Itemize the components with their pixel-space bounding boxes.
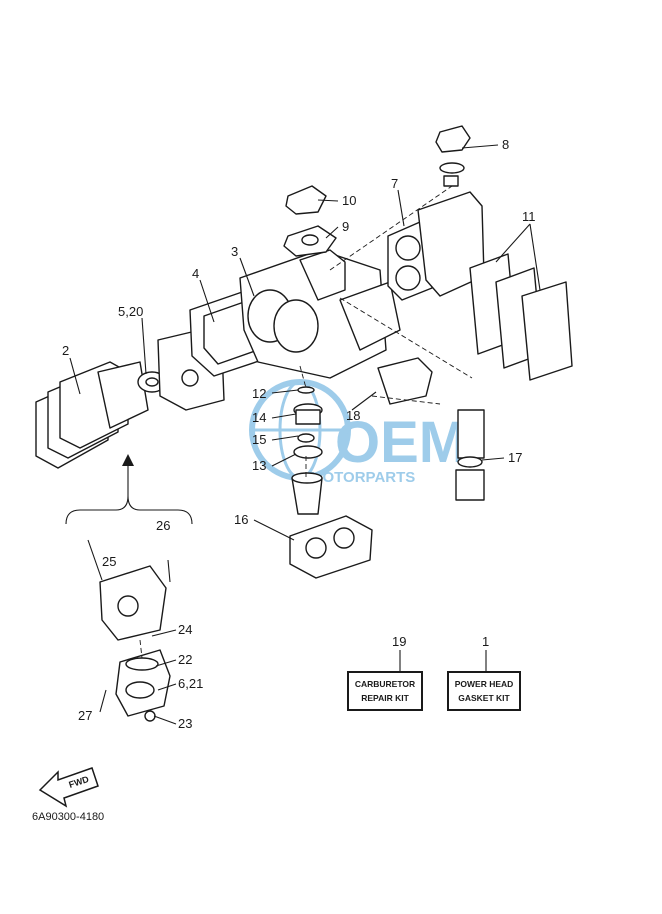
callout-16: 16 <box>234 512 248 527</box>
carburetor-kit-line2: REPAIR KIT <box>361 693 409 703</box>
carburetor-kit-line1: CARBURETOR <box>355 679 415 689</box>
callout-7: 7 <box>391 176 398 191</box>
base-gasket-part <box>289 515 373 579</box>
powerhead-kit-line2: GASKET KIT <box>458 693 510 703</box>
callout-27: 27 <box>78 708 92 723</box>
callout-2: 2 <box>62 343 69 358</box>
callout-25: 25 <box>102 554 116 569</box>
carburetor-arrow <box>122 454 134 496</box>
callout-22: 22 <box>178 652 192 667</box>
callout-leader-lines <box>69 144 541 725</box>
cylinder-block-part <box>239 249 401 379</box>
callout-19: 19 <box>392 634 406 649</box>
callout-10: 10 <box>342 193 356 208</box>
callout-9: 9 <box>342 219 349 234</box>
callout-3: 3 <box>231 244 238 259</box>
exhaust-gaskets-part <box>469 253 573 381</box>
callout-17: 17 <box>508 450 522 465</box>
reed-valve-part <box>35 361 149 469</box>
callout-26: 26 <box>156 518 170 533</box>
watermark: OEM MOTORPARTS <box>249 379 467 486</box>
callout-5-20: 5,20 <box>118 304 143 319</box>
callout-15: 15 <box>252 432 266 447</box>
carburetor-repair-kit-box: CARBURETOR REPAIR KIT <box>347 671 423 711</box>
carburetor-assembly-part <box>87 539 171 722</box>
thermostat-cover-part <box>435 125 471 187</box>
diagram-code: 6A90300-4180 <box>32 811 104 823</box>
watermark-main-text: OEM <box>335 410 467 475</box>
fwd-arrow-icon: FWD <box>38 767 99 808</box>
callout-6-21: 6,21 <box>178 676 203 691</box>
thermostat-stack-part <box>293 386 323 459</box>
callout-18: 18 <box>346 408 360 423</box>
callout-8: 8 <box>502 137 509 152</box>
assembly-dashed-lines <box>299 185 473 478</box>
callout-1: 1 <box>482 634 489 649</box>
callout-13: 13 <box>252 458 266 473</box>
carburetor-group-bracket <box>65 495 193 525</box>
water-cover-part <box>283 185 337 257</box>
powerhead-kit-line1: POWER HEAD <box>455 679 514 689</box>
watermark-sub-text: MOTORPARTS <box>310 469 415 486</box>
callout-4: 4 <box>192 266 199 281</box>
callout-12: 12 <box>252 386 266 401</box>
callout-23: 23 <box>178 716 192 731</box>
callout-14: 14 <box>252 410 266 425</box>
water-tube-part <box>291 472 323 515</box>
callout-24: 24 <box>178 622 192 637</box>
callout-11: 11 <box>522 209 536 224</box>
fuel-pump-part <box>377 357 485 501</box>
callout-labels: 2 5,20 4 3 7 8 10 9 11 12 14 15 13 18 17… <box>62 137 536 731</box>
power-head-gasket-kit-box: POWER HEAD GASKET KIT <box>447 671 521 711</box>
cylinder-head-part <box>387 191 485 301</box>
